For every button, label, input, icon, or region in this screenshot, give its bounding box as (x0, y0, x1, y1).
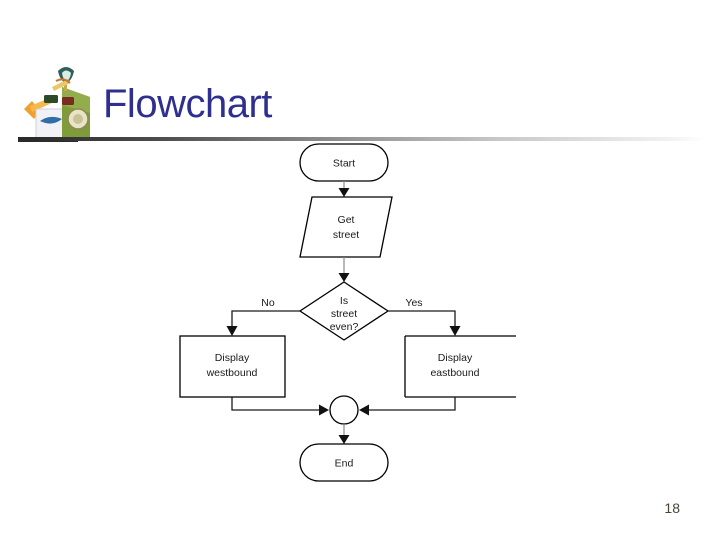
node-decision-label-line2: street (331, 308, 357, 320)
flowchart-diagram: Start Get street Is street (0, 138, 720, 498)
edge-west-to-merge (231, 397, 329, 416)
node-display-eastbound[interactable]: Display eastbound (404, 335, 516, 398)
decorative-clipart-icon (18, 57, 104, 143)
node-start[interactable]: Start (299, 143, 389, 182)
node-display-westbound[interactable]: Display westbound (179, 335, 286, 398)
node-end-label: End (335, 457, 354, 469)
node-start-label: Start (333, 157, 355, 169)
edge-label-no: No (261, 297, 275, 309)
node-get-street[interactable]: Get street (299, 196, 393, 258)
node-display-westbound-label-line2: westbound (206, 367, 258, 379)
edge-start-to-get (338, 181, 350, 197)
edge-label-yes: Yes (405, 297, 422, 309)
slide-header: Flowchart (0, 0, 720, 150)
edge-merge-to-end (338, 424, 350, 444)
node-display-eastbound-label-line1: Display (438, 352, 473, 364)
edge-get-to-decision (338, 257, 350, 282)
node-display-westbound-label-line1: Display (215, 352, 250, 364)
title-divider (36, 137, 704, 141)
node-display-eastbound-label-line2: eastbound (430, 367, 479, 379)
page-number: 18 (664, 500, 680, 516)
node-decision-label-line1: Is (340, 295, 348, 307)
node-get-street-label-line2: street (333, 229, 359, 241)
node-decision-label-line3: even? (330, 321, 359, 333)
edge-east-to-merge (359, 397, 456, 416)
node-merge-connector[interactable] (329, 395, 359, 425)
node-decision[interactable]: Is street even? (298, 281, 390, 341)
page-title: Flowchart (103, 82, 272, 126)
edge-decision-no: No (226, 297, 300, 336)
node-end[interactable]: End (299, 443, 389, 482)
node-get-street-label-line1: Get (338, 214, 355, 226)
edge-decision-yes: Yes (388, 297, 461, 336)
